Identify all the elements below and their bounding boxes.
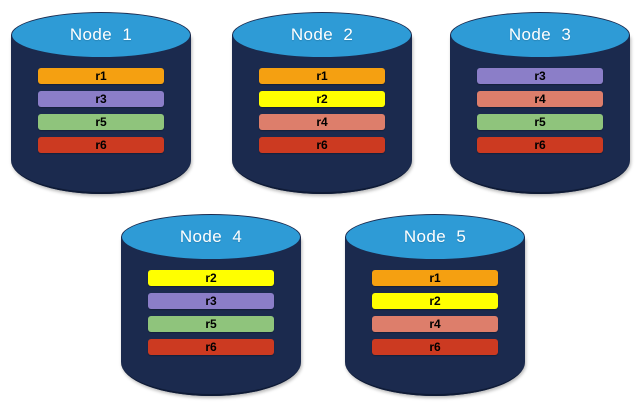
replica-list: r1 r2 r4 r6 (372, 270, 498, 355)
replica-list: r2 r3 r5 r6 (148, 270, 274, 355)
replica-bar[interactable]: r6 (148, 339, 274, 355)
replica-bar[interactable]: r5 (477, 114, 603, 130)
replica-bar[interactable]: r1 (372, 270, 498, 286)
node-label: Node 1 (69, 25, 133, 44)
replica-bar[interactable]: r6 (372, 339, 498, 355)
replica-list: r3 r4 r5 r6 (477, 68, 603, 153)
replica-bar[interactable]: r6 (477, 137, 603, 153)
replica-bar[interactable]: r2 (372, 293, 498, 309)
replica-bar[interactable]: r2 (148, 270, 274, 286)
node-top-ellipse (345, 214, 525, 260)
replica-bar[interactable]: r6 (259, 137, 385, 153)
node-cylinder[interactable]: Node 3 r3 r4 r5 r6 (450, 12, 630, 194)
replica-bar[interactable]: r1 (38, 68, 164, 84)
replica-bar[interactable]: r3 (477, 68, 603, 84)
node-top-ellipse (11, 12, 191, 58)
node-label: Node 3 (508, 25, 572, 44)
replica-bar[interactable]: r4 (372, 316, 498, 332)
replica-bar[interactable]: r4 (259, 114, 385, 130)
node-cylinder[interactable]: Node 1 r1 r3 r5 r6 (11, 12, 191, 194)
replica-bar[interactable]: r3 (148, 293, 274, 309)
node-label: Node 4 (179, 227, 243, 246)
node-cylinder[interactable]: Node 5 r1 r2 r4 r6 (345, 214, 525, 396)
node-label: Node 2 (290, 25, 354, 44)
replica-bar[interactable]: r4 (477, 91, 603, 107)
replica-bar[interactable]: r3 (38, 91, 164, 107)
node-top-ellipse (232, 12, 412, 58)
replica-bar[interactable]: r5 (148, 316, 274, 332)
node-label: Node 5 (403, 227, 467, 246)
replica-bar[interactable]: r5 (38, 114, 164, 130)
node-cylinder[interactable]: Node 4 r2 r3 r5 r6 (121, 214, 301, 396)
node-top-ellipse (450, 12, 630, 58)
replica-list: r1 r3 r5 r6 (38, 68, 164, 153)
node-cylinder[interactable]: Node 2 r1 r2 r4 r6 (232, 12, 412, 194)
replica-list: r1 r2 r4 r6 (259, 68, 385, 153)
replica-bar[interactable]: r1 (259, 68, 385, 84)
node-top-ellipse (121, 214, 301, 260)
replica-bar[interactable]: r6 (38, 137, 164, 153)
replica-bar[interactable]: r2 (259, 91, 385, 107)
